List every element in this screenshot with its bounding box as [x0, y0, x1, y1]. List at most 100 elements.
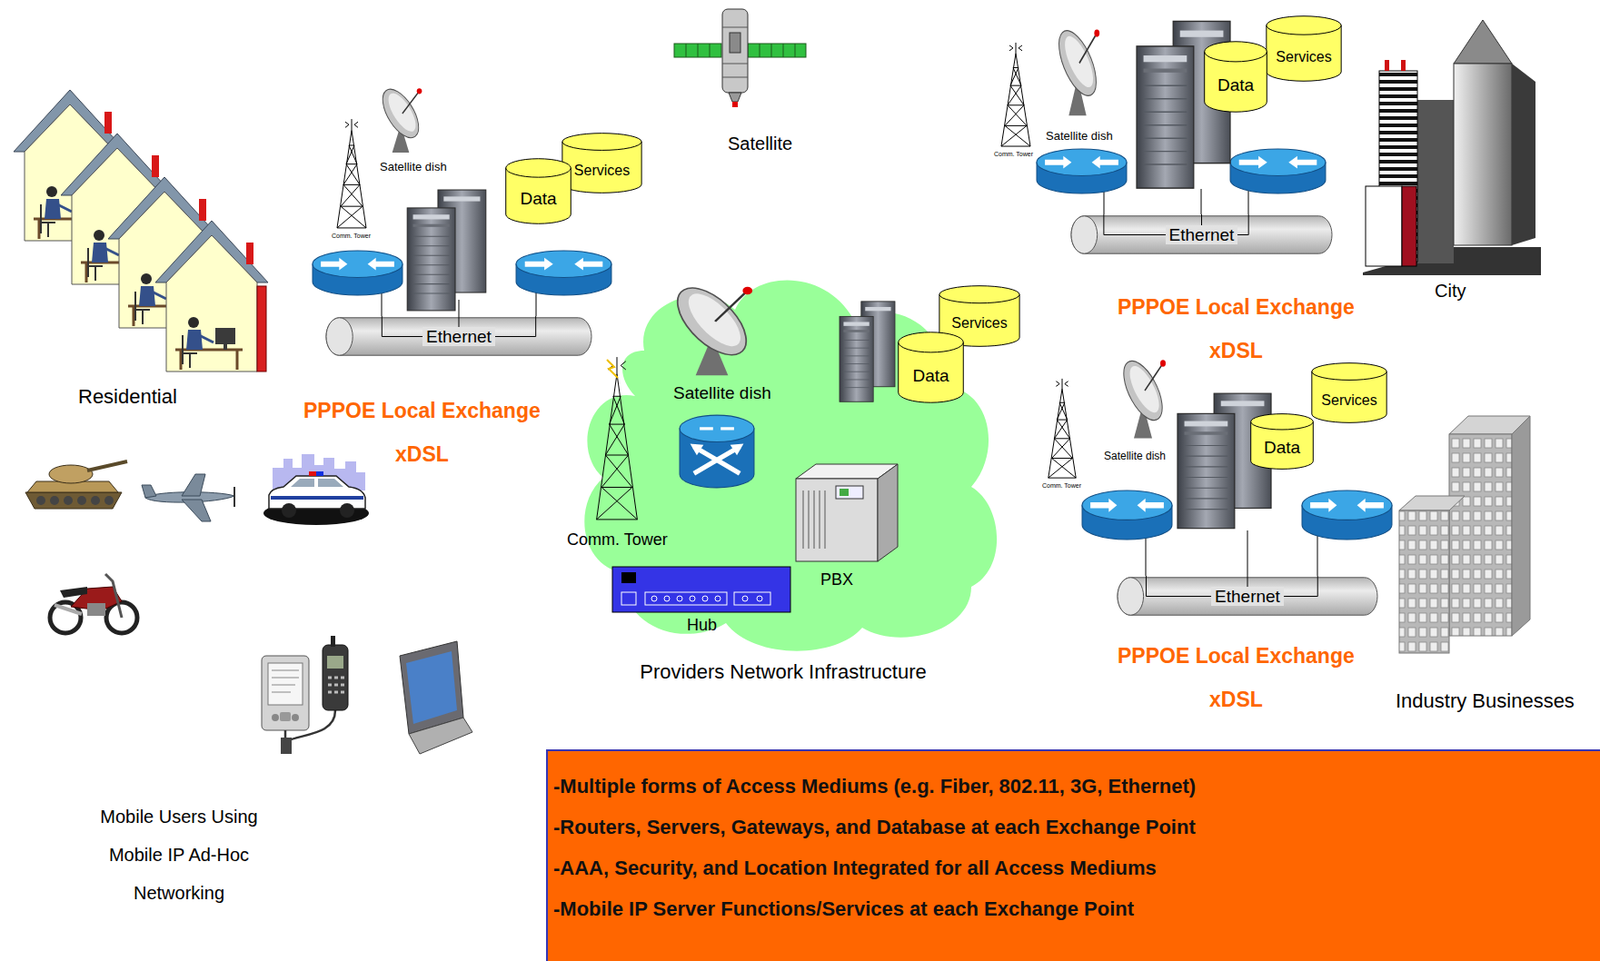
bullet-text: -Mobile IP Server Functions/Services at … [553, 888, 1134, 930]
icon-caption: Satellite [727, 133, 793, 155]
cloud-outline [584, 279, 997, 651]
tank-icon [87, 461, 128, 471]
cylinder-top [506, 159, 572, 178]
plane-icon [233, 486, 236, 507]
city-buildings [1362, 19, 1541, 276]
database-cylinder: Services [1311, 362, 1388, 424]
industry-buildings [1399, 416, 1531, 654]
icon-caption: Satellite dish [673, 383, 772, 404]
residential-houses [155, 220, 269, 372]
database-cylinder: Services [561, 132, 643, 194]
mobile-devices [271, 670, 299, 693]
hub-icon [702, 596, 708, 602]
tank-icon [63, 496, 73, 506]
police-car-icon [339, 503, 355, 518]
node-label: Ethernet [422, 327, 496, 348]
bottom-right-exchange [1301, 490, 1392, 540]
industry-buildings [1399, 496, 1465, 511]
icon-caption: Satellite dish [379, 160, 448, 175]
pbx-icon [839, 488, 849, 497]
ethernet-bus: Ethernet [326, 316, 592, 358]
left-exchange [312, 82, 612, 317]
pbx-icon [803, 490, 825, 549]
cylinder-top [939, 286, 1020, 304]
cloud-equipment [606, 359, 618, 378]
hub-icon [645, 592, 727, 606]
hub-icon [612, 566, 791, 613]
top-right-exchange [1001, 42, 1031, 147]
mobile-devices [327, 655, 344, 669]
database-cylinder: Data [897, 331, 964, 404]
cylinder-top [898, 332, 964, 353]
pbx-icon [795, 464, 898, 562]
left-exchange [375, 82, 426, 153]
pbx-icon [877, 464, 898, 562]
mobile-devices [408, 717, 473, 755]
plane-icon [181, 499, 211, 522]
node-label: Services [951, 315, 1007, 332]
mobile-devices [261, 636, 473, 755]
cylinder-top [1251, 414, 1314, 430]
mobile-devices [327, 677, 345, 693]
city-buildings [1401, 186, 1417, 267]
hub-icon [676, 596, 683, 602]
mobile-devices [285, 710, 336, 742]
hub-icon [612, 566, 791, 613]
cloud-equipment [679, 415, 755, 488]
pbx-icon [795, 478, 878, 562]
hub-icon [664, 596, 670, 602]
left-exchange [516, 250, 612, 296]
satellite-icon [674, 9, 806, 108]
bus-end [1071, 216, 1098, 254]
hub-icon [651, 596, 657, 602]
residential-houses [13, 89, 269, 372]
police-car-icon [263, 454, 369, 526]
mobile-devices [280, 737, 292, 755]
cloud-equipment [664, 278, 760, 376]
database-cylinder: Data [1203, 40, 1268, 113]
tank-icon [77, 496, 87, 506]
city-buildings [1401, 59, 1406, 71]
police-car-icon [268, 476, 366, 509]
icon-caption: Satellite dish [1103, 450, 1166, 464]
police-car-icon [270, 496, 364, 500]
city-buildings [1511, 63, 1536, 246]
node-label: Data [1217, 76, 1254, 96]
icon-caption: Hub [686, 616, 717, 636]
satellite-icon [732, 101, 738, 108]
summary-box: -Multiple forms of Access Mediums (e.g. … [546, 749, 1600, 961]
top-right-exchange [1051, 21, 1104, 116]
bottom-right-exchange [1116, 353, 1171, 439]
hub-icon [715, 596, 721, 602]
cylinder-shape [1265, 15, 1342, 82]
cloud-equipment [596, 278, 898, 613]
hub-icon [689, 596, 696, 602]
exchange-label: xDSL [395, 442, 449, 467]
cylinder-top [1204, 41, 1268, 62]
bottom-right-exchange [1177, 393, 1272, 528]
plane-icon [181, 474, 206, 497]
satellite-icon [722, 9, 748, 93]
exchange-label: xDSL [1209, 338, 1263, 363]
bottom-right-exchange [1082, 490, 1173, 540]
hub-icon [742, 596, 748, 602]
node-label: Services [1321, 392, 1377, 409]
icon-caption: Comm. Tower [566, 530, 668, 550]
icon-caption: Comm. Tower [331, 232, 371, 240]
node-label: Services [574, 162, 630, 179]
mobile-devices [291, 714, 299, 722]
cloud-equipment [839, 301, 895, 402]
left-exchange [407, 189, 487, 311]
industry-buildings [1511, 416, 1531, 637]
police-car-icon [290, 478, 344, 487]
left-exchange [337, 119, 367, 229]
icon-caption: City [1434, 280, 1466, 302]
cylinder-top [1311, 363, 1387, 381]
tank-icon [49, 465, 93, 484]
mobile-devices [279, 712, 291, 722]
exchange-label: PPPOE Local Exchange [1117, 295, 1355, 319]
motorcycle-icon [59, 586, 88, 598]
database-cylinder: Services [1265, 15, 1342, 82]
top-right-exchange [1103, 186, 1249, 215]
